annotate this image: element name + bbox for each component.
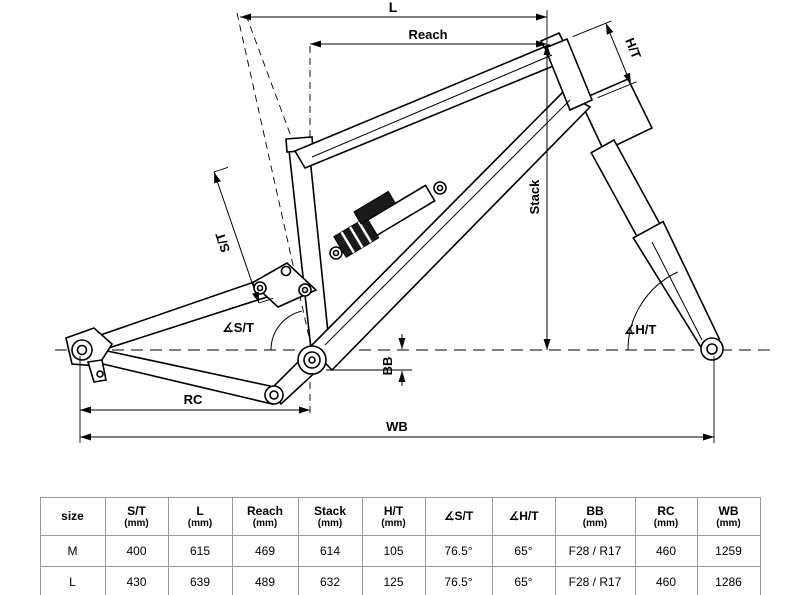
dimension-l: L (240, 0, 548, 48)
fork (539, 31, 724, 361)
shock-can-ring-3 (357, 221, 373, 244)
header-ht: H/T(mm) (361, 497, 426, 536)
label-bb: BB (380, 357, 395, 376)
table-row-size-l: L 430 639 489 632 125 76.5° 65° F28 / R1… (39, 566, 761, 595)
dimension-st: S/T (212, 166, 274, 304)
rocker-pivot-right-bolt (301, 286, 309, 294)
label-stack: Stack (527, 179, 542, 214)
cell-wb: 1286 (696, 566, 761, 595)
cell-ht: 105 (361, 535, 426, 567)
header-stack: Stack(mm) (297, 497, 363, 536)
header-reach: Reach(mm) (231, 497, 299, 536)
dimension-rc: RC (79, 356, 310, 443)
st-dimension-line (213, 171, 260, 304)
st-tick-bottom (258, 297, 274, 304)
rocker-pivot-top (280, 265, 292, 277)
shock-can-ring-1 (340, 231, 355, 254)
cell-rc: 460 (634, 535, 698, 567)
cell-ht: 125 (361, 566, 426, 595)
cell-stack: 632 (297, 566, 363, 595)
frame-geometry-diagram: L Reach Stack H/T S/T (55, 0, 775, 443)
cell-reach: 469 (231, 535, 299, 567)
top-tube-edge-line (311, 54, 553, 158)
label-st: S/T (212, 230, 233, 254)
dimensions: L Reach Stack H/T S/T (79, 0, 715, 443)
cell-size: M (39, 535, 106, 567)
dimension-bb: BB (326, 334, 412, 386)
dimension-angle-st: ∡S/T (222, 310, 302, 351)
header-st: S/T(mm) (104, 497, 169, 536)
cell-angle-st: 76.5° (424, 535, 493, 567)
cell-bb: F28 / R17 (554, 535, 636, 567)
header-angle-st: ∡S/T (424, 497, 493, 536)
st-tick-top (213, 166, 229, 173)
table-header-row: size S/T(mm) L(mm) Reach(mm) Stack(mm) H… (39, 497, 761, 536)
shock-reservoir (353, 190, 397, 225)
ht-extension-bottom (597, 81, 637, 99)
down-tube-edge-line (324, 99, 571, 346)
angle-ht-arc (627, 271, 678, 351)
geometry-table: size S/T(mm) L(mm) Reach(mm) Stack(mm) H… (39, 497, 761, 595)
label-rc: RC (184, 392, 203, 407)
label-angle-ht: ∡H/T (624, 322, 657, 337)
dimension-reach: Reach (310, 27, 547, 48)
cell-wb: 1259 (696, 535, 761, 567)
rear-triangle (65, 280, 273, 406)
cell-angle-st: 76.5° (424, 566, 493, 595)
bottom-bracket (297, 345, 327, 375)
head-tube (543, 37, 594, 112)
front-triangle (285, 37, 594, 372)
cell-l: 639 (167, 566, 233, 595)
chainstay (83, 344, 273, 406)
cell-st: 430 (104, 566, 169, 595)
label-angle-st: ∡S/T (222, 320, 254, 335)
label-wb: WB (386, 419, 408, 434)
rocker-pivot-left-bolt (256, 284, 264, 292)
header-size: size (39, 497, 106, 536)
dimension-wb: WB (80, 356, 715, 443)
cell-size: L (39, 566, 106, 595)
ht-dimension-line (605, 23, 632, 85)
header-rc: RC(mm) (634, 497, 698, 536)
cell-angle-ht: 65° (491, 566, 556, 595)
bike-frame-drawing (65, 31, 724, 406)
header-wb: WB(mm) (696, 497, 761, 536)
angle-st-arc (270, 310, 302, 351)
rocker-link (250, 262, 318, 308)
fork-crown (578, 77, 654, 153)
label-l: L (389, 0, 398, 15)
header-bb: BB(mm) (554, 497, 636, 536)
label-ht: H/T (622, 36, 644, 61)
bb-spindle (308, 356, 316, 364)
ht-extension-top (572, 20, 612, 38)
cell-angle-ht: 65° (491, 535, 556, 567)
derailleur-hanger (86, 359, 107, 383)
fork-lowers-edge-line (651, 241, 703, 341)
dimension-ht: H/T (572, 20, 644, 99)
lower-pivot-bolt (269, 390, 279, 400)
cell-st: 400 (104, 535, 169, 567)
cell-l: 615 (167, 535, 233, 567)
cell-reach: 489 (231, 566, 299, 595)
header-l: L(mm) (167, 497, 233, 536)
dimension-angle-ht: ∡H/T (624, 271, 678, 351)
cell-bb: F28 / R17 (554, 566, 636, 595)
seat-tube-axis-line (236, 12, 318, 374)
seat-tube (288, 147, 331, 360)
rear-axle (76, 344, 88, 356)
shock-rear-eyelet-bolt (436, 184, 444, 192)
hanger-bolt (96, 370, 104, 378)
rear-shock (329, 181, 447, 260)
label-reach: Reach (408, 27, 447, 42)
shock-can-ring-2 (349, 226, 364, 249)
cell-stack: 614 (297, 535, 363, 567)
table-row-size-m: M 400 615 469 614 105 76.5° 65° F28 / R1… (39, 535, 761, 567)
dimension-stack: Stack (527, 44, 551, 350)
shock-front-eyelet-bolt (332, 249, 340, 257)
front-axle (706, 343, 718, 355)
cell-rc: 460 (634, 566, 698, 595)
header-angle-ht: ∡H/T (491, 497, 556, 536)
